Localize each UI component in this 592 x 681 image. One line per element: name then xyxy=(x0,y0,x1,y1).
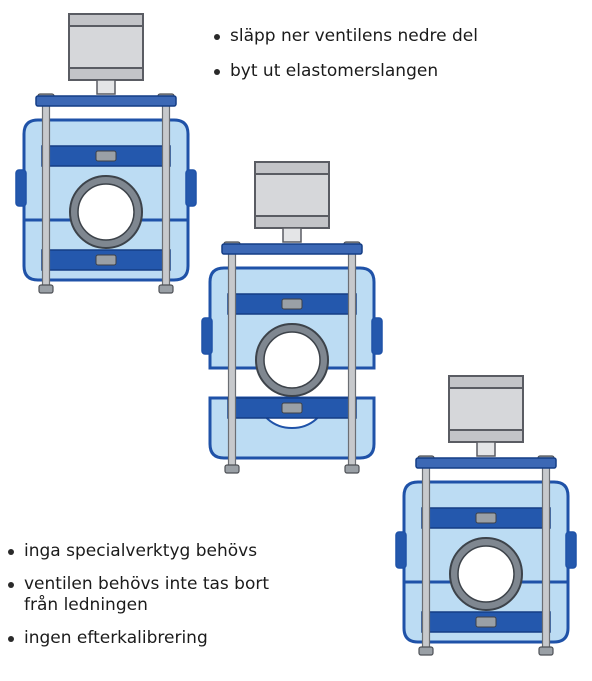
sleeve-bore xyxy=(263,331,321,389)
actuator-stem xyxy=(282,227,302,243)
tie-rod xyxy=(347,247,357,471)
clamp-connector xyxy=(475,512,497,524)
nut xyxy=(418,646,434,656)
valve-illustration xyxy=(15,13,197,294)
actuator-stem xyxy=(476,441,496,457)
nut xyxy=(224,464,240,474)
nut xyxy=(38,284,54,294)
body-flange xyxy=(371,317,383,355)
note-text: släpp ner ventilens nedre del xyxy=(230,26,478,46)
nut xyxy=(158,284,174,294)
note-text: byt ut elastomerslangen xyxy=(230,61,439,81)
valve-body-upper xyxy=(208,266,376,370)
note-item: byt ut elastomerslangen xyxy=(212,61,582,82)
tie-rod xyxy=(421,461,431,653)
clamp-connector xyxy=(281,402,303,414)
top-notes-list: släpp ner ventilens nedre del byt ut ela… xyxy=(212,26,582,96)
body-flange xyxy=(185,169,197,207)
tie-rod xyxy=(541,461,551,653)
tie-rod xyxy=(227,247,237,471)
nut xyxy=(538,646,554,656)
note-item: ingen efterkalibrering xyxy=(6,628,396,649)
tie-rod xyxy=(41,99,51,291)
sleeve-bore xyxy=(77,183,135,241)
actuator-top-cap xyxy=(68,13,144,27)
note-text: ingen efterkalibrering xyxy=(24,628,208,648)
actuator-bottom-cap xyxy=(68,67,144,81)
yoke-bar xyxy=(35,95,177,107)
body-flange xyxy=(395,531,407,569)
clamp-connector xyxy=(95,150,117,162)
valve-illustration xyxy=(201,161,383,474)
actuator-bottom-cap xyxy=(254,215,330,229)
yoke-bar xyxy=(221,243,363,255)
body-flange xyxy=(565,531,577,569)
note-item: inga specialverktyg behövs xyxy=(6,541,396,562)
valve-body-upper xyxy=(22,118,190,222)
tie-rod xyxy=(161,99,171,291)
actuator-top-cap xyxy=(448,375,524,389)
note-item: släpp ner ventilens nedre del xyxy=(212,26,582,47)
clamp-connector xyxy=(281,298,303,310)
valve-body-upper xyxy=(402,480,570,584)
sleeve-bore xyxy=(457,545,515,603)
note-text: från ledningen xyxy=(24,595,148,615)
nut xyxy=(344,464,360,474)
clamp-connector xyxy=(95,254,117,266)
body-flange xyxy=(201,317,213,355)
yoke-bar xyxy=(415,457,557,469)
actuator-bottom-cap xyxy=(448,429,524,443)
clamp-connector xyxy=(475,616,497,628)
body-flange xyxy=(15,169,27,207)
valve-illustration xyxy=(395,375,577,656)
note-item: ventilen behövs inte tas bort från ledni… xyxy=(6,574,396,616)
actuator-stem xyxy=(96,79,116,95)
note-text: ventilen behövs inte tas bort xyxy=(24,574,270,594)
note-text: inga specialverktyg behövs xyxy=(24,541,258,561)
bottom-notes-list: inga specialverktyg behövs ventilen behö… xyxy=(6,541,396,661)
actuator-top-cap xyxy=(254,161,330,175)
